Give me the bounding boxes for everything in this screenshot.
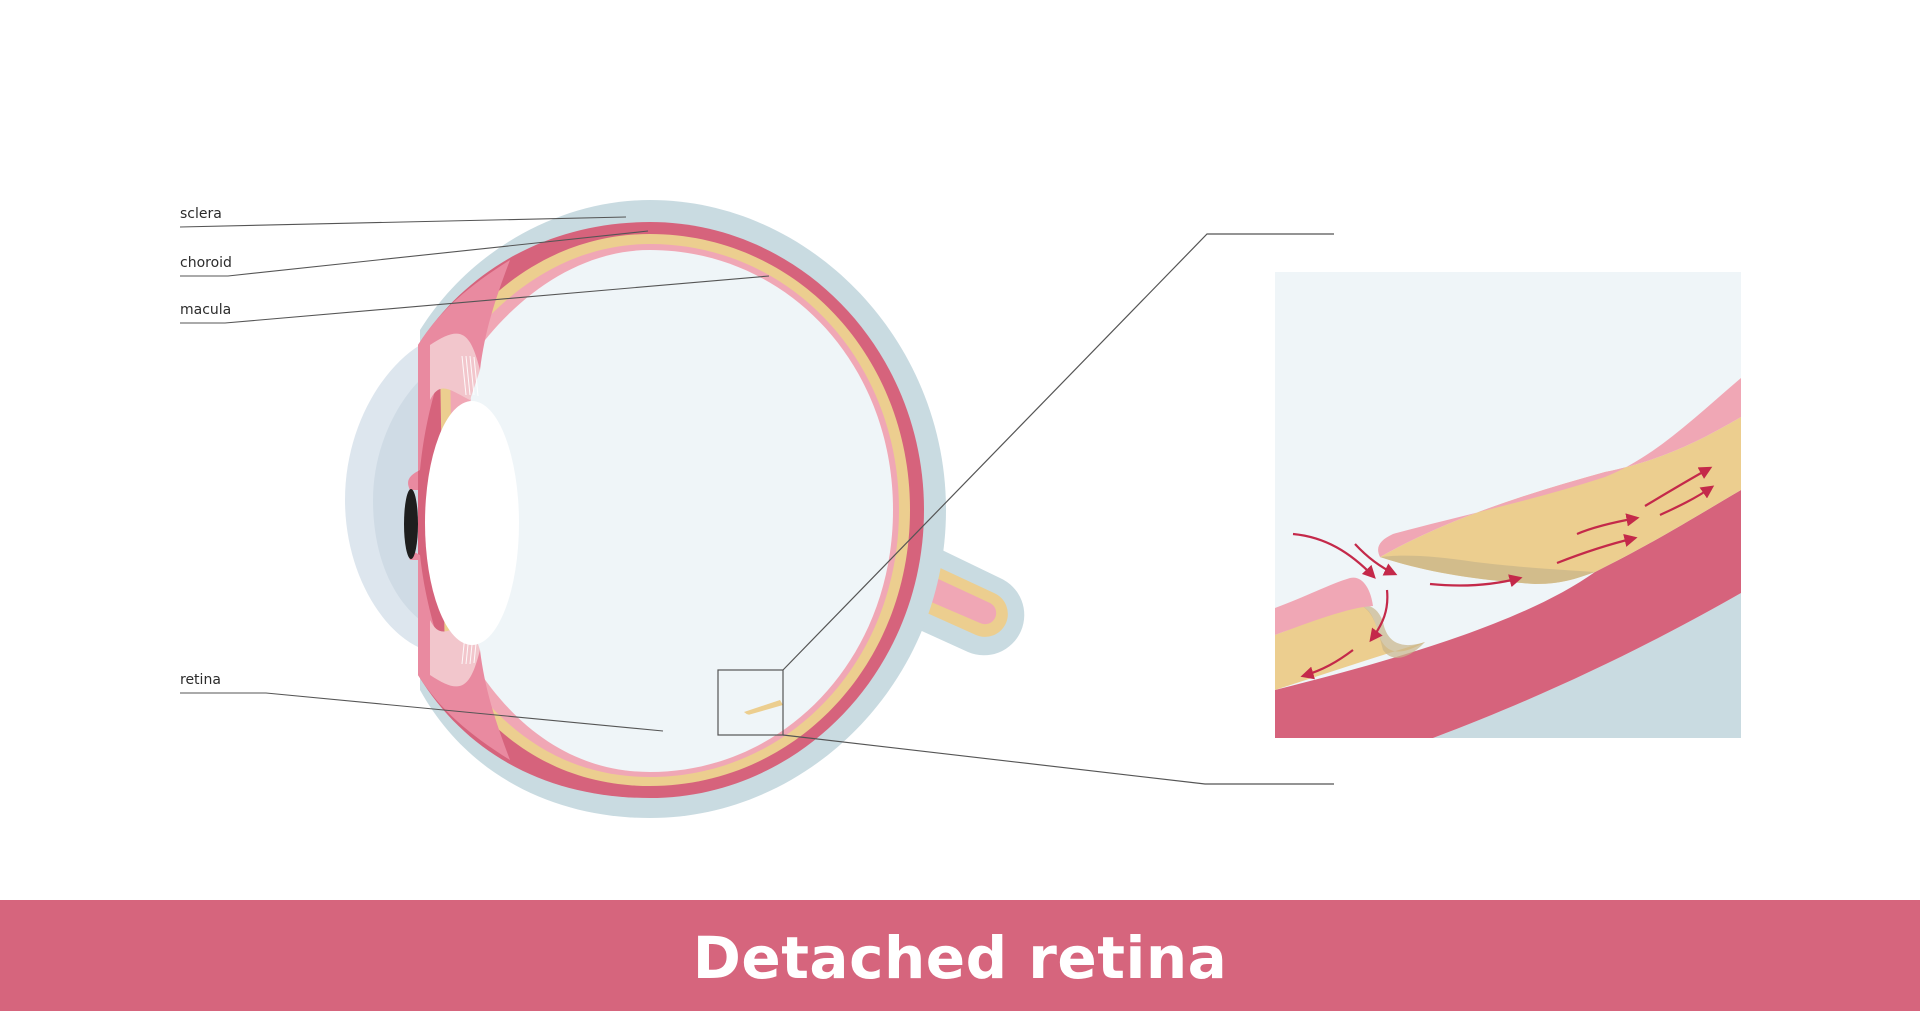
zoom-region-box xyxy=(717,669,784,736)
inset-connector-lines xyxy=(782,233,1334,785)
pupil xyxy=(404,489,418,559)
label-choroid: choroid xyxy=(180,255,232,271)
retinal-tear-small xyxy=(738,700,783,727)
fluid-flow-arrows xyxy=(1292,466,1715,680)
arrow-4 xyxy=(1300,649,1354,680)
label-pointer-lines xyxy=(179,216,770,732)
arrow-8 xyxy=(1644,466,1713,507)
arrow-6 xyxy=(1556,534,1638,565)
inset-magnified-view xyxy=(1275,272,1741,738)
arrow-5 xyxy=(1429,574,1523,588)
arrow-9 xyxy=(1659,485,1715,516)
arrow-2 xyxy=(1354,543,1398,576)
label-macula: macula xyxy=(180,302,232,318)
arrow-7 xyxy=(1576,513,1640,536)
lens xyxy=(425,401,519,645)
eye-cross-section xyxy=(345,200,1025,818)
eye-diagram xyxy=(179,200,1741,818)
sclera-pointer xyxy=(179,216,627,228)
label-retina: retina xyxy=(180,672,221,688)
label-sclera: sclera xyxy=(180,206,222,222)
aqueous-humor xyxy=(373,380,420,620)
arrow-3 xyxy=(1369,589,1389,643)
macula-pointer xyxy=(180,275,770,324)
ciliary-body-iris xyxy=(408,260,510,760)
arrow-1 xyxy=(1292,532,1376,579)
retina-pointer xyxy=(180,692,664,732)
page-title: Detached retina xyxy=(692,923,1228,992)
vitreous-body xyxy=(470,250,893,772)
title-banner: Detached retina xyxy=(0,900,1920,1011)
choroid-pointer xyxy=(180,230,649,277)
